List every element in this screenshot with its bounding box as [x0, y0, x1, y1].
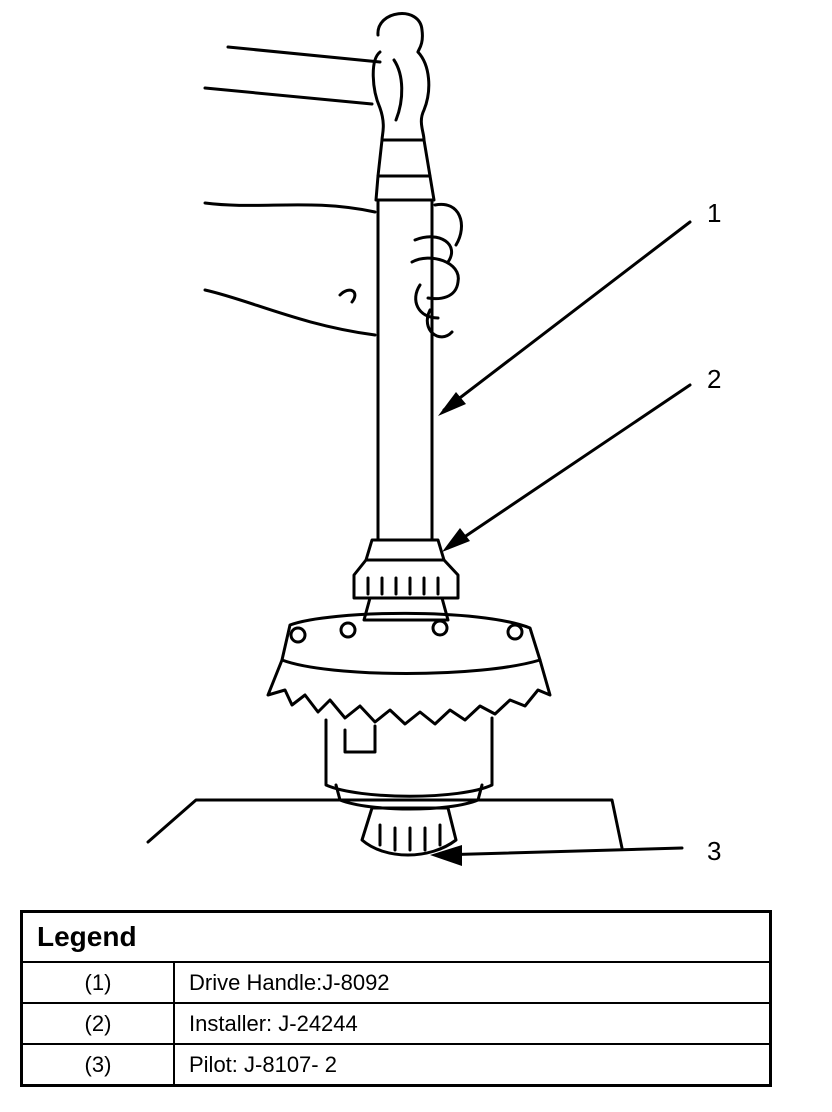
drive-handle-shaft: [376, 198, 434, 542]
drive-handle-knob: [371, 12, 436, 202]
differential-case: [266, 611, 552, 811]
legend-row: (1) Drive Handle:J-8092: [20, 961, 772, 1004]
legend-header-row: Legend: [20, 910, 772, 963]
legend-row-description: Installer: J-24244: [173, 1002, 772, 1045]
callout-1: 1: [707, 198, 722, 228]
callout-3: 3: [707, 836, 722, 866]
mallet-arm: [203, 45, 382, 106]
installer: [352, 538, 460, 622]
legend-row-number: (2): [20, 1002, 175, 1045]
legend-row: (2) Installer: J-24244: [20, 1002, 772, 1045]
legend-title: Legend: [20, 910, 772, 963]
technical-illustration: [146, 12, 692, 866]
pilot: [360, 806, 458, 857]
arrowhead-2: [442, 528, 470, 552]
leader-lines: [436, 220, 692, 857]
bench: [146, 798, 624, 850]
legend-row-number: (1): [20, 961, 175, 1004]
legend-row-description: Pilot: J-8107- 2: [173, 1043, 772, 1087]
hand: [203, 201, 463, 339]
arrowhead-3: [430, 845, 462, 866]
legend-row-number: (3): [20, 1043, 175, 1087]
callout-2: 2: [707, 364, 722, 394]
legend-row: (3) Pilot: J-8107- 2: [20, 1043, 772, 1087]
legend-row-description: Drive Handle:J-8092: [173, 961, 772, 1004]
arrowhead-1: [438, 392, 466, 416]
legend-table: Legend (1) Drive Handle:J-8092 (2) Insta…: [20, 910, 772, 1087]
